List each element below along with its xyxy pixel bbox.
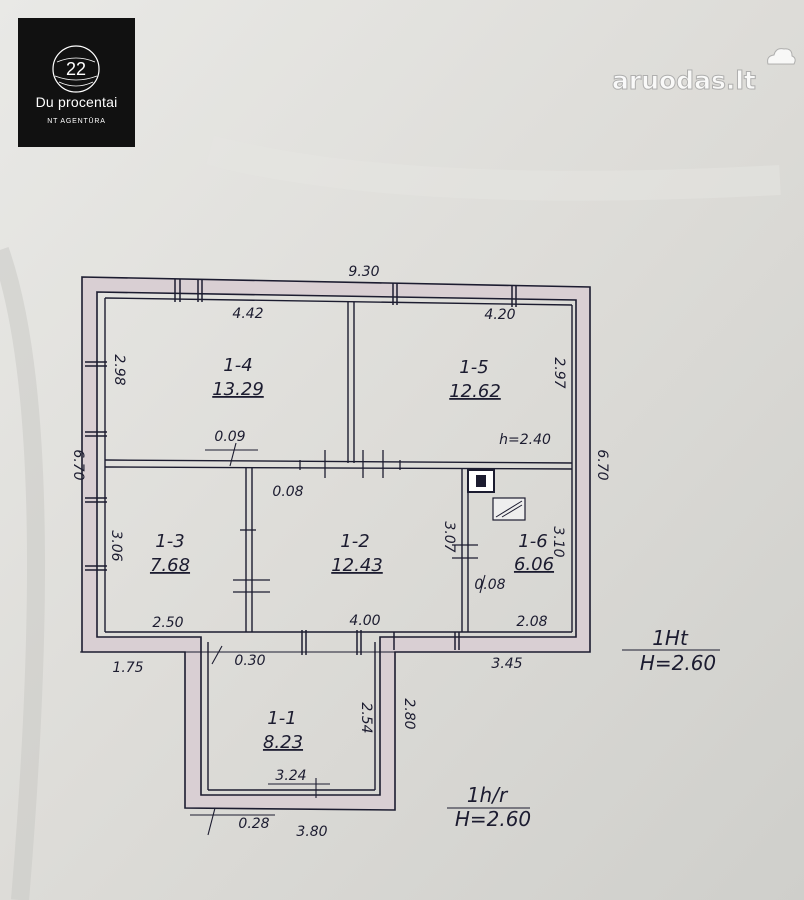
dim-room-1-5-depth: 2.97 <box>551 357 567 388</box>
dim-room-1-5-width: 4.20 <box>484 307 515 323</box>
watermark-text: aruodas.lt <box>612 66 757 96</box>
dim-room-1-6-width: 2.08 <box>516 614 547 630</box>
logo-emblem-icon: 22 <box>52 45 100 93</box>
dim-porch-depth: 2.80 <box>401 698 417 729</box>
dim-room-1-4-width: 4.42 <box>232 306 263 322</box>
room-id-1-1: 1-1 <box>267 708 296 729</box>
room-area-1-6: 6.06 <box>514 554 554 575</box>
logo-name: Du procentai <box>35 94 118 110</box>
dim-left-front: 1.75 <box>112 660 143 676</box>
room-area-1-4: 13.29 <box>212 379 264 400</box>
aruodas-watermark: aruodas.lt <box>612 48 796 108</box>
dim-room-1-3-depth: 3.06 <box>108 530 124 561</box>
room-id-1-4: 1-4 <box>223 355 252 376</box>
dim-overall-depth-left: 6.70 <box>70 449 86 480</box>
dim-overall-depth-right: 6.70 <box>594 449 610 480</box>
room-id-1-5: 1-5 <box>459 357 488 378</box>
dimension-lines <box>80 442 720 836</box>
dim-room-1-1-width: 3.24 <box>275 768 306 784</box>
dim-room-1-1-depth: 2.54 <box>358 702 374 733</box>
agency-logo: 22 Du procentai NT AGENTŪRA <box>18 18 135 147</box>
room-id-1-6: 1-6 <box>518 531 547 552</box>
dim-room-1-4-depth: 2.98 <box>111 354 127 385</box>
legend-porch-label: 1h/r <box>467 783 509 807</box>
dim-overall-width: 9.30 <box>348 264 379 280</box>
legend-porch-height: H=2.60 <box>455 807 531 831</box>
dim-room-1-6-right: 3.10 <box>550 526 566 557</box>
dim-wall-1-6: 0.08 <box>474 577 505 593</box>
dim-porch-width: 3.80 <box>296 824 327 840</box>
stove-icon <box>467 469 526 521</box>
dim-room-1-2-width: 4.00 <box>349 613 380 629</box>
dim-wall-porch: 0.28 <box>238 816 269 832</box>
dim-right-front: 3.45 <box>491 656 522 672</box>
room-area-1-1: 8.23 <box>263 732 303 753</box>
room-id-1-2: 1-2 <box>340 531 369 552</box>
window-marks <box>85 279 517 655</box>
dim-wall-1-4: 0.09 <box>214 429 245 445</box>
legend-main-height: H=2.60 <box>640 651 716 675</box>
cloud-icon <box>767 48 796 65</box>
room-area-1-5: 12.62 <box>449 381 501 402</box>
inner-walls <box>104 297 573 791</box>
logo-mark-text: 22 <box>66 59 86 79</box>
dim-room-1-6-left: 3.07 <box>441 521 457 552</box>
room-area-1-2: 12.43 <box>331 555 383 576</box>
dim-wall-front: 0.30 <box>234 653 265 669</box>
dim-ceiling-height-note: h=2.40 <box>499 432 551 448</box>
dim-room-1-3-width: 2.50 <box>152 615 183 631</box>
dim-wall-1-2: 0.08 <box>272 484 303 500</box>
room-id-1-3: 1-3 <box>155 531 184 552</box>
room-area-1-3: 7.68 <box>150 555 190 576</box>
door-marks <box>233 450 478 593</box>
annotations: 1-1 8.23 1-2 12.43 1-3 7.68 1-4 13.29 1-… <box>70 264 716 840</box>
legend-main-label: 1Ht <box>652 626 689 650</box>
logo-subtitle: NT AGENTŪRA <box>47 118 106 125</box>
